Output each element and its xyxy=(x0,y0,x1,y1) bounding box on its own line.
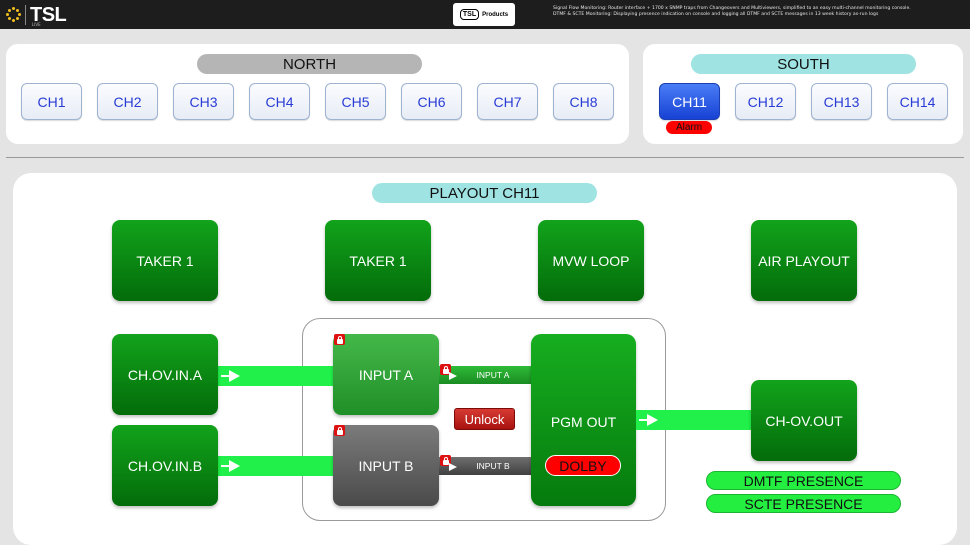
logo-text: TSL xyxy=(25,4,67,25)
tsl-logo: TSL LIVE xyxy=(6,2,67,27)
flow-in-a xyxy=(218,366,333,386)
products-badge: TSL xyxy=(459,9,480,20)
divider xyxy=(6,157,964,158)
path-a-arrow-icon xyxy=(449,372,457,380)
channel-button-ch11[interactable]: CH11 xyxy=(659,83,720,120)
path-b-arrow-icon xyxy=(449,463,457,471)
pgm-out-box[interactable]: PGM OUT xyxy=(531,334,636,506)
dolby-badge: DOLBY xyxy=(545,455,621,476)
channel-button-ch13[interactable]: CH13 xyxy=(811,83,872,120)
header-description: Signal Flow Monitoring: Router interface… xyxy=(553,6,963,18)
mvw-loop-box[interactable]: MVW LOOP xyxy=(538,220,644,301)
logo-sub: LIVE xyxy=(32,22,41,27)
channel-button-ch5[interactable]: CH5 xyxy=(325,83,386,120)
channel-button-ch12[interactable]: CH12 xyxy=(735,83,796,120)
top-bar: TSL LIVE TSL Products Signal Flow Monito… xyxy=(0,0,970,29)
description-line-1: Signal Flow Monitoring: Router interface… xyxy=(553,6,911,11)
channel-button-ch14[interactable]: CH14 xyxy=(887,83,948,120)
taker-1-box[interactable]: TAKER 1 xyxy=(112,220,218,301)
products-label: Products xyxy=(482,11,509,18)
logo-star-icon xyxy=(6,6,22,23)
flow-in-b xyxy=(218,456,333,476)
input-a-box[interactable]: INPUT A xyxy=(333,334,439,415)
flow-in-a-arrow-icon xyxy=(221,370,240,382)
path-a-lock-icon xyxy=(440,364,451,375)
north-title: NORTH xyxy=(197,54,422,74)
channel-button-ch1[interactable]: CH1 xyxy=(21,83,82,120)
path-input-a: INPUT A xyxy=(439,366,531,384)
description-line-2: DTMF & SCTE Monitoring: Displaying prese… xyxy=(553,12,879,17)
products-button[interactable]: TSL Products xyxy=(453,3,515,26)
dtmf-presence-indicator: DMTF PRESENCE xyxy=(706,471,901,490)
ch-ov-in-a-box[interactable]: CH.OV.IN.A xyxy=(112,334,218,415)
path-input-b: INPUT B xyxy=(439,457,531,475)
playout-title: PLAYOUT CH11 xyxy=(372,183,597,203)
ch-ov-out-box[interactable]: CH-OV.OUT xyxy=(751,380,857,461)
flow-out xyxy=(636,410,751,430)
path-b-lock-icon xyxy=(440,455,451,466)
channel-button-ch3[interactable]: CH3 xyxy=(173,83,234,120)
air-playout-box[interactable]: AIR PLAYOUT xyxy=(751,220,857,301)
channel-button-ch4[interactable]: CH4 xyxy=(249,83,310,120)
taker-2-box[interactable]: TAKER 1 xyxy=(325,220,431,301)
flow-in-b-arrow-icon xyxy=(221,460,240,472)
channel-button-ch8[interactable]: CH8 xyxy=(553,83,614,120)
channel-button-ch7[interactable]: CH7 xyxy=(477,83,538,120)
scte-presence-indicator: SCTE PRESENCE xyxy=(706,494,901,513)
alarm-badge: Alarm xyxy=(666,121,712,134)
unlock-button[interactable]: Unlock xyxy=(454,408,515,430)
flow-out-arrow-icon xyxy=(639,414,658,426)
pgm-out-label: PGM OUT xyxy=(550,414,617,430)
input-b-lock-icon xyxy=(334,425,345,436)
south-title: SOUTH xyxy=(691,54,916,74)
input-a-lock-icon xyxy=(334,334,345,345)
channel-button-ch6[interactable]: CH6 xyxy=(401,83,462,120)
ch-ov-in-b-box[interactable]: CH.OV.IN.B xyxy=(112,425,218,506)
channel-button-ch2[interactable]: CH2 xyxy=(97,83,158,120)
input-b-box[interactable]: INPUT B xyxy=(333,425,439,506)
